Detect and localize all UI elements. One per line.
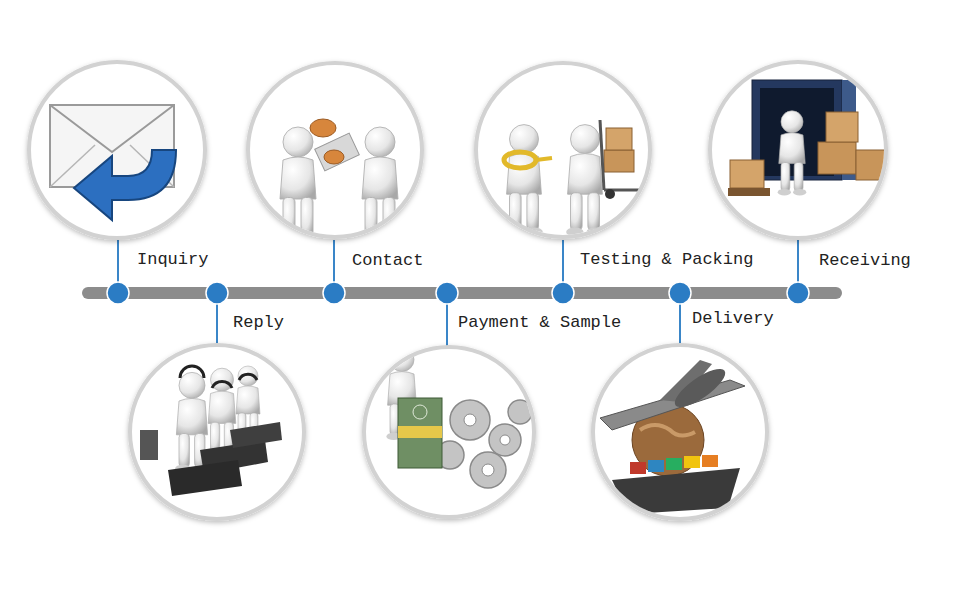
step-label: Delivery (690, 309, 776, 329)
container-scene (728, 80, 886, 196)
picture-frames (29, 62, 886, 519)
timeline (82, 240, 842, 347)
money-gears (386, 348, 532, 488)
contact-figures (279, 119, 400, 243)
step-label: Receiving (817, 251, 913, 271)
delivery-scene (600, 360, 745, 514)
step-label: Contact (350, 251, 425, 271)
stem-lines (118, 240, 798, 347)
step-label: Inquiry (135, 250, 210, 270)
step-label: Testing & Packing (578, 250, 755, 270)
call-center (140, 366, 282, 496)
timeline-dots (107, 282, 809, 304)
step-label: Payment & Sample (456, 313, 623, 333)
envelope-icon (50, 105, 176, 220)
timeline-bar (82, 287, 842, 299)
testing-figures (504, 120, 640, 236)
step-label: Reply (231, 313, 286, 333)
